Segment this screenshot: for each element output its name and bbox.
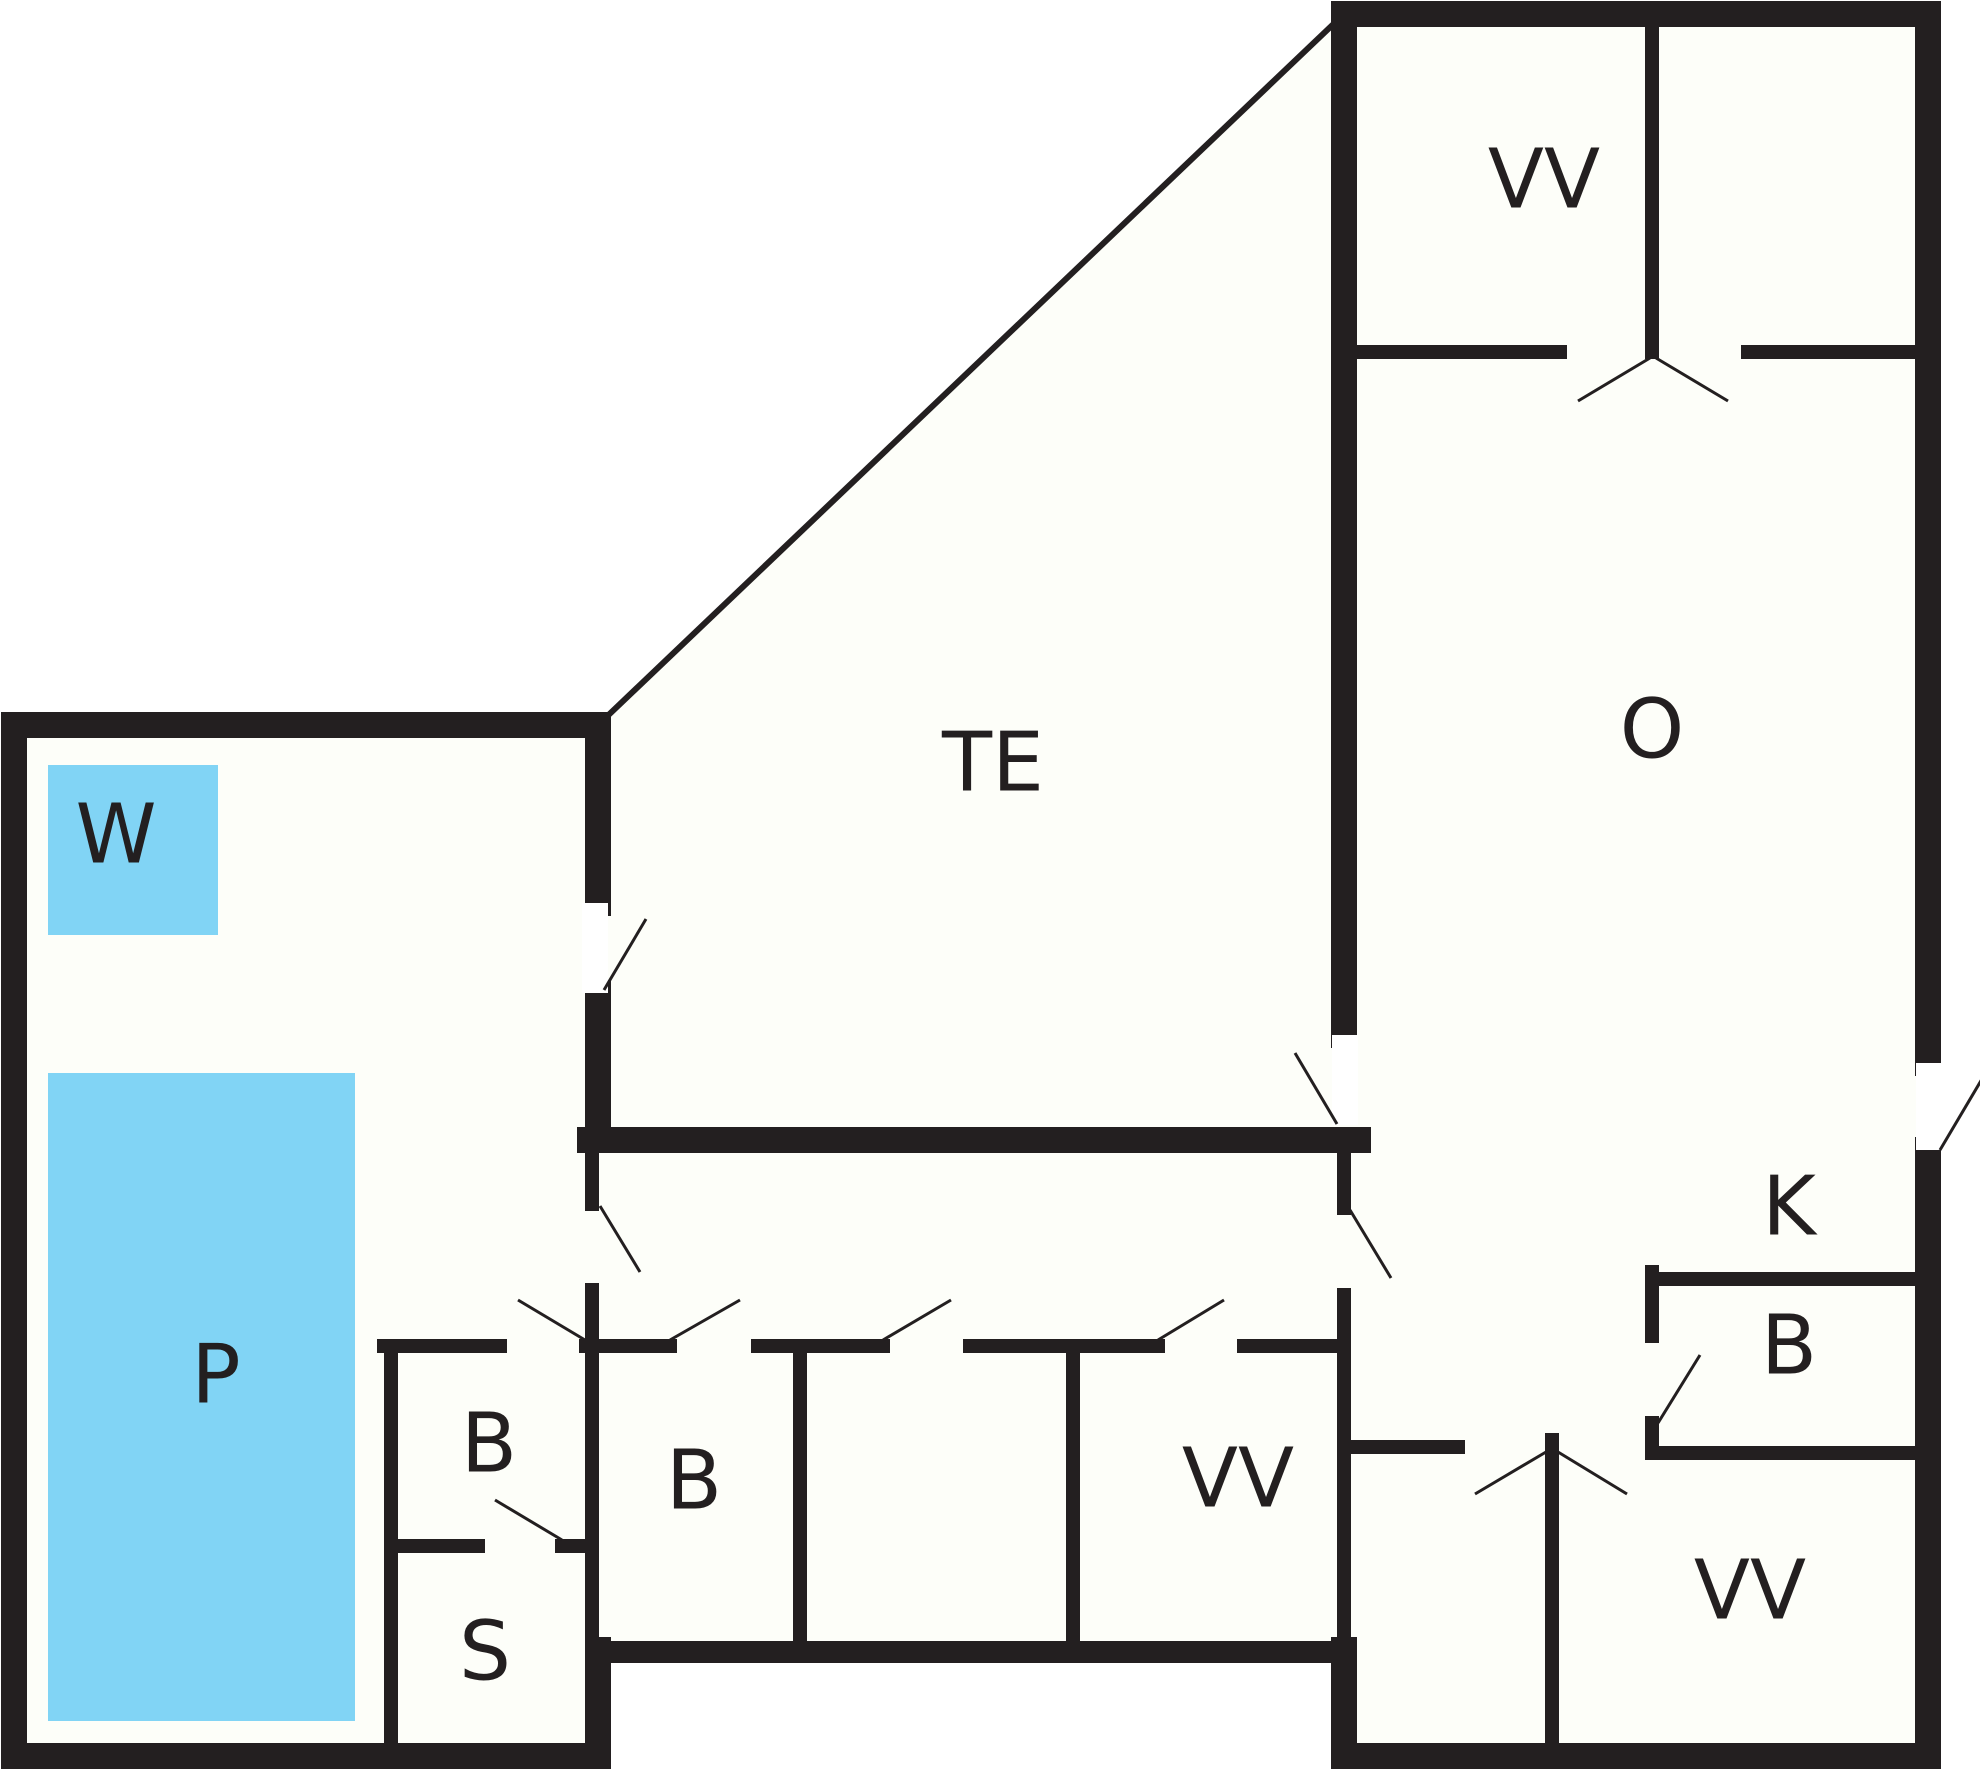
room-labels: TE O K VV VV VV B B B S P W (75, 132, 1818, 1699)
label-sauna: S (459, 1604, 511, 1699)
walls (1, 1, 1941, 1769)
exterior-wall-east-wing (1331, 1, 1941, 1076)
door-swing-bath-mid (669, 1298, 741, 1342)
door-swing-corridor-east (1348, 1209, 1393, 1279)
door-swing-terrace (1293, 1052, 1339, 1125)
label-bedroom-mid: VV (1182, 1431, 1294, 1526)
corridor-floor (598, 1140, 1344, 1660)
pool-area (48, 1073, 355, 1721)
whirlpool-area (48, 765, 218, 935)
door-swing-bath-right (1656, 1354, 1702, 1424)
exterior-wall-west (1, 712, 611, 1769)
door-gap-east (1916, 1063, 1942, 1150)
door-gap-terrace (1332, 1035, 1358, 1125)
door-swing-sauna (494, 1498, 563, 1542)
door-swings (494, 356, 1980, 1542)
door-swing-bedroom-top-b (1655, 356, 1729, 403)
door-swing-bedroom-mid (1157, 1298, 1225, 1342)
door-swing-bedroom-br-b (1557, 1450, 1628, 1496)
openings (582, 903, 1942, 1150)
east-wing-floor (1344, 14, 1928, 1756)
label-bath-left: B (461, 1396, 517, 1491)
door-swing-bedroom-top-a (1577, 356, 1651, 403)
label-whirlpool: W (75, 787, 156, 882)
label-bedroom-top: VV (1488, 132, 1600, 227)
label-bath-mid: B (666, 1433, 722, 1528)
label-kitchen: K (1762, 1159, 1818, 1254)
exterior-wall-south-left (1, 1637, 611, 1769)
terrace-edge (595, 11, 1347, 728)
door-swing-east (1938, 1079, 1980, 1151)
door-swing-bath-left (517, 1298, 586, 1342)
terrace-floor (598, 14, 1344, 1140)
door-swing-room-2 (882, 1298, 952, 1342)
label-pool: P (191, 1327, 240, 1422)
door-swing-west (602, 918, 648, 991)
label-bedroom-bottom-right: VV (1694, 1543, 1806, 1638)
label-terrace: TE (941, 715, 1044, 810)
door-gap-west (582, 903, 608, 993)
door-swing-bedroom-br-a (1474, 1450, 1547, 1496)
door-swing-corridor-west (598, 1205, 642, 1273)
label-bath-right: B (1761, 1298, 1817, 1393)
label-living: O (1620, 682, 1685, 777)
